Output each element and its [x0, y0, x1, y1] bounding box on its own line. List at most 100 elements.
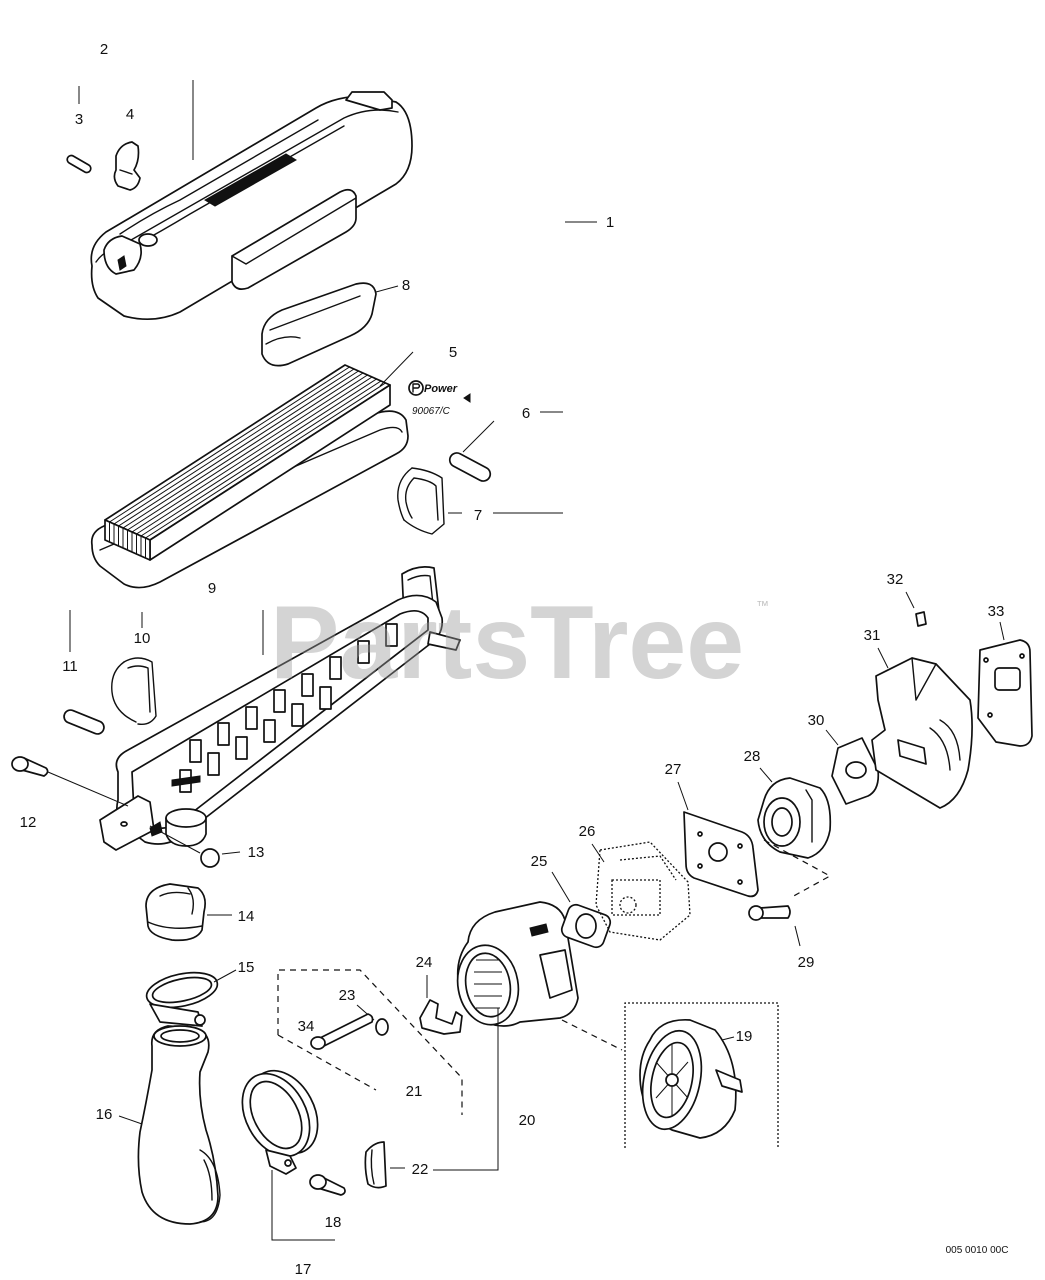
part-9-filter-base-shape-11 — [329, 656, 342, 680]
part-9-filter-base-shape-13 — [385, 623, 398, 647]
part-8-foam-prefilter — [261, 282, 377, 367]
assembly-line-13 — [149, 825, 201, 854]
part-25-gasket-shape-2 — [575, 913, 597, 939]
leader-part-17 — [271, 1170, 335, 1241]
part-18-screw — [309, 1174, 346, 1196]
callout-30: 30 — [808, 712, 825, 729]
callout-27: 27 — [665, 761, 682, 778]
callout-1: 1 — [606, 214, 614, 231]
leader-part-8 — [375, 285, 399, 293]
callout-14: 14 — [238, 908, 255, 925]
power-logo: Power — [408, 380, 471, 403]
leader-part-16 — [118, 1115, 143, 1125]
part-34-screw — [310, 1013, 374, 1050]
leader-part-28 — [759, 767, 773, 783]
part-1-air-filter-cover-shape-5 — [231, 188, 357, 290]
part-28-insulator — [757, 777, 832, 859]
part-9-filter-base-shape-24 — [120, 821, 128, 827]
part-20-intake-adapter-shape-6 — [529, 923, 549, 937]
drawing-code: 005 0010 00C — [946, 1245, 1009, 1256]
part-9-filter-base-shape-2 — [407, 574, 435, 615]
part-8-foam-prefilter-shape-3 — [265, 336, 301, 345]
part-7-clip — [397, 467, 445, 535]
part-1-air-filter-cover-shape-9 — [138, 233, 158, 247]
part-9-filter-base — [99, 566, 461, 851]
callout-21: 21 — [406, 1083, 423, 1100]
part-8-foam-prefilter-shape-2 — [269, 295, 361, 331]
callout-9: 9 — [208, 580, 216, 597]
part-5-filter-element-shape-7 — [109, 522, 146, 558]
part-22-gasket-segment-shape-1 — [364, 1141, 387, 1189]
part-31-heat-shield — [871, 657, 973, 809]
part-13-ball — [200, 848, 220, 868]
part-20-intake-adapter — [456, 901, 579, 1027]
part-30-gasket — [831, 737, 880, 805]
part-9-filter-base-shape-22 — [165, 808, 207, 828]
power-logo-shape-4 — [463, 393, 471, 403]
leader-part-27 — [677, 781, 689, 811]
part-31-heat-shield-shape-2 — [897, 739, 927, 765]
leader-part-15 — [213, 969, 237, 983]
callout-3: 3 — [75, 111, 83, 128]
leader-part-6a — [462, 420, 495, 453]
part-28-insulator-shape-3 — [771, 807, 793, 837]
part-11-capsule — [63, 709, 105, 735]
bracket-part-21a — [277, 969, 463, 1115]
power-logo-text: Power — [424, 383, 458, 395]
part-20-intake-adapter-shape-5 — [539, 949, 573, 999]
part-31-heat-shield-shape-3 — [939, 719, 961, 761]
part-5-filter-element-shape-6 — [109, 366, 386, 539]
part-15-hose-clamp — [145, 971, 219, 1027]
part-24-bracket — [419, 999, 463, 1035]
part-7-clip-shape-1 — [403, 467, 445, 535]
watermark-tm: ™ — [756, 598, 769, 613]
part-18-screw-shape-2 — [309, 1174, 327, 1190]
callout-7: 7 — [474, 507, 482, 524]
part-14-sleeve — [145, 883, 206, 942]
callout-28: 28 — [744, 748, 761, 765]
leader-part-25 — [551, 871, 571, 903]
part-22-gasket-segment-shape-2 — [370, 1149, 375, 1185]
part-4-latch-shape-2 — [119, 169, 133, 175]
part-28-insulator-shape-4 — [805, 789, 813, 843]
part-27-plate-shape-2 — [708, 842, 728, 862]
part-9-filter-base-shape-19 — [319, 686, 332, 710]
callout-26: 26 — [579, 823, 596, 840]
leader-part-13 — [221, 851, 241, 855]
part-15-hose-clamp-shape-3 — [149, 1003, 203, 1027]
part-29-screw — [748, 905, 791, 921]
part-26-carburetor — [595, 841, 691, 941]
part-7-clip-shape-2 — [397, 467, 413, 521]
callout-33: 33 — [988, 603, 1005, 620]
watermark-brand: PartsTree — [270, 585, 744, 701]
part-15-hose-clamp-shape-4 — [194, 1014, 206, 1026]
part-9-filter-base-shape-20 — [171, 775, 201, 787]
part-14-sleeve-shape-2 — [159, 891, 191, 897]
part-33-gasket-shape-4 — [1019, 653, 1025, 659]
part-26-carburetor-shape-4 — [619, 855, 677, 881]
assembly-line-19 — [561, 1019, 623, 1051]
part-15-hose-clamp-shape-2 — [151, 976, 213, 1004]
callout-17: 17 — [295, 1261, 312, 1278]
part-22-gasket-segment — [364, 1141, 387, 1189]
part-9-filter-base-shape-8 — [245, 706, 258, 730]
leader-part-20 — [433, 1008, 499, 1171]
callout-6: 6 — [522, 405, 530, 422]
callout-34: 34 — [298, 1018, 315, 1035]
part-9-filter-base-shape-18 — [291, 703, 304, 727]
part-31-heat-shield-shape-5 — [911, 657, 937, 701]
part-16-intake-elbow-shape-4 — [199, 1149, 221, 1223]
part-17-clamp — [241, 1069, 319, 1175]
part-17-clamp-shape-5 — [284, 1159, 292, 1167]
part-33-gasket-shape-3 — [983, 657, 989, 663]
part-25-gasket — [560, 903, 612, 949]
part-33-gasket-shape-1 — [977, 639, 1033, 747]
part-17-clamp-shape-3 — [249, 1080, 303, 1150]
part-6-capsule — [448, 452, 492, 482]
callout-12: 12 — [20, 814, 37, 831]
part-10-clip — [111, 657, 157, 726]
callout-8: 8 — [402, 277, 410, 294]
part-26-carburetor-shape-2 — [611, 879, 661, 916]
part-8-foam-prefilter-shape-1 — [261, 282, 377, 367]
part-9-filter-base-shape-16 — [235, 736, 248, 760]
